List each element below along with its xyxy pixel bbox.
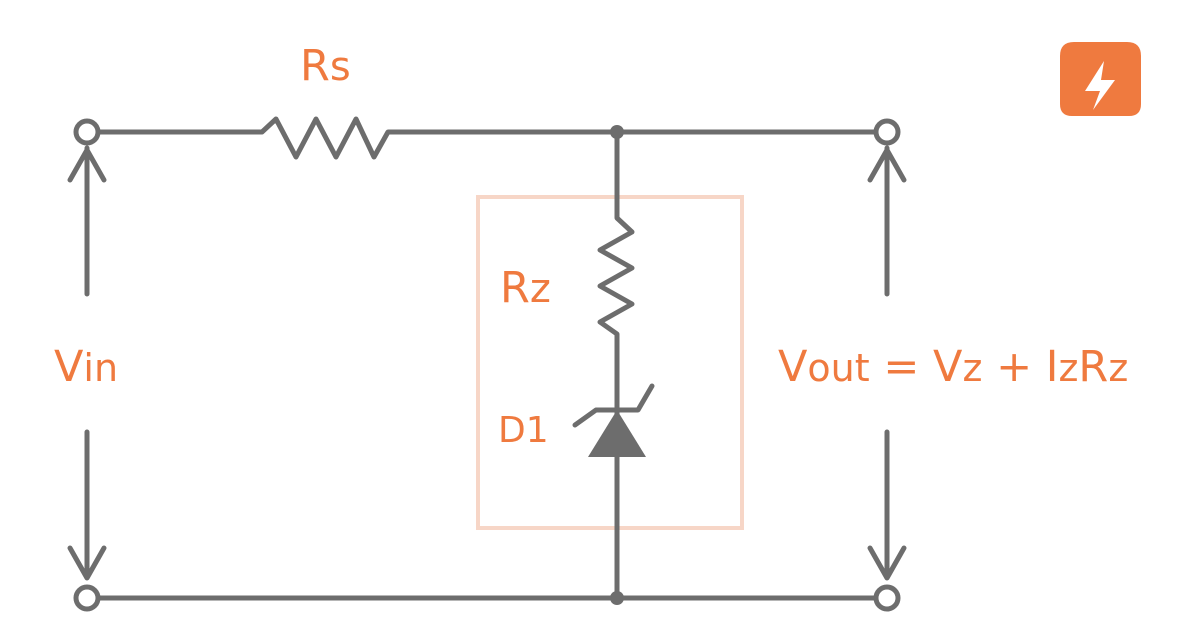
vin-base: V	[54, 342, 84, 392]
iz-sub: z	[1058, 346, 1078, 390]
vout-base: V	[778, 342, 808, 392]
vin-label: Vin	[54, 342, 118, 392]
input-top-terminal	[73, 118, 101, 146]
vz-base: V	[933, 342, 963, 392]
rz2-sub: z	[1108, 346, 1128, 390]
input-bottom-terminal	[73, 584, 101, 612]
vout-down-arrow	[867, 429, 907, 581]
output-bottom-terminal	[873, 584, 901, 612]
vin-down-arrow	[67, 429, 107, 581]
rz-sub: z	[530, 266, 551, 312]
vout-up-arrow	[867, 145, 907, 297]
plus-sign: +	[982, 342, 1045, 392]
rz2-base: R	[1078, 342, 1108, 392]
bottom-junction	[610, 591, 624, 605]
rz-label: Rz	[500, 263, 551, 313]
vout-equation: Vout = Vz + IzRz	[778, 342, 1128, 392]
zener-cathode-bar	[572, 383, 655, 428]
rs-label: Rs	[300, 41, 351, 91]
zener-diode-symbol	[588, 410, 646, 457]
lightning-bolt-icon	[1060, 42, 1141, 116]
rz-base: R	[500, 263, 530, 313]
zener-model-box	[476, 195, 744, 530]
zener-branch-top-wire-with-rz	[597, 129, 635, 417]
top-junction	[610, 125, 624, 139]
vout-sub: out	[807, 346, 869, 390]
top-wire-with-rs	[95, 116, 878, 160]
iz-base: I	[1046, 342, 1059, 392]
equals-sign: =	[870, 342, 933, 392]
vz-sub: z	[962, 346, 982, 390]
rs-sub: s	[330, 44, 351, 90]
vin-sub: in	[83, 346, 118, 390]
output-top-terminal	[873, 118, 901, 146]
rs-base: R	[300, 41, 330, 91]
d1-label: D1	[498, 410, 549, 451]
vin-up-arrow	[67, 145, 107, 297]
